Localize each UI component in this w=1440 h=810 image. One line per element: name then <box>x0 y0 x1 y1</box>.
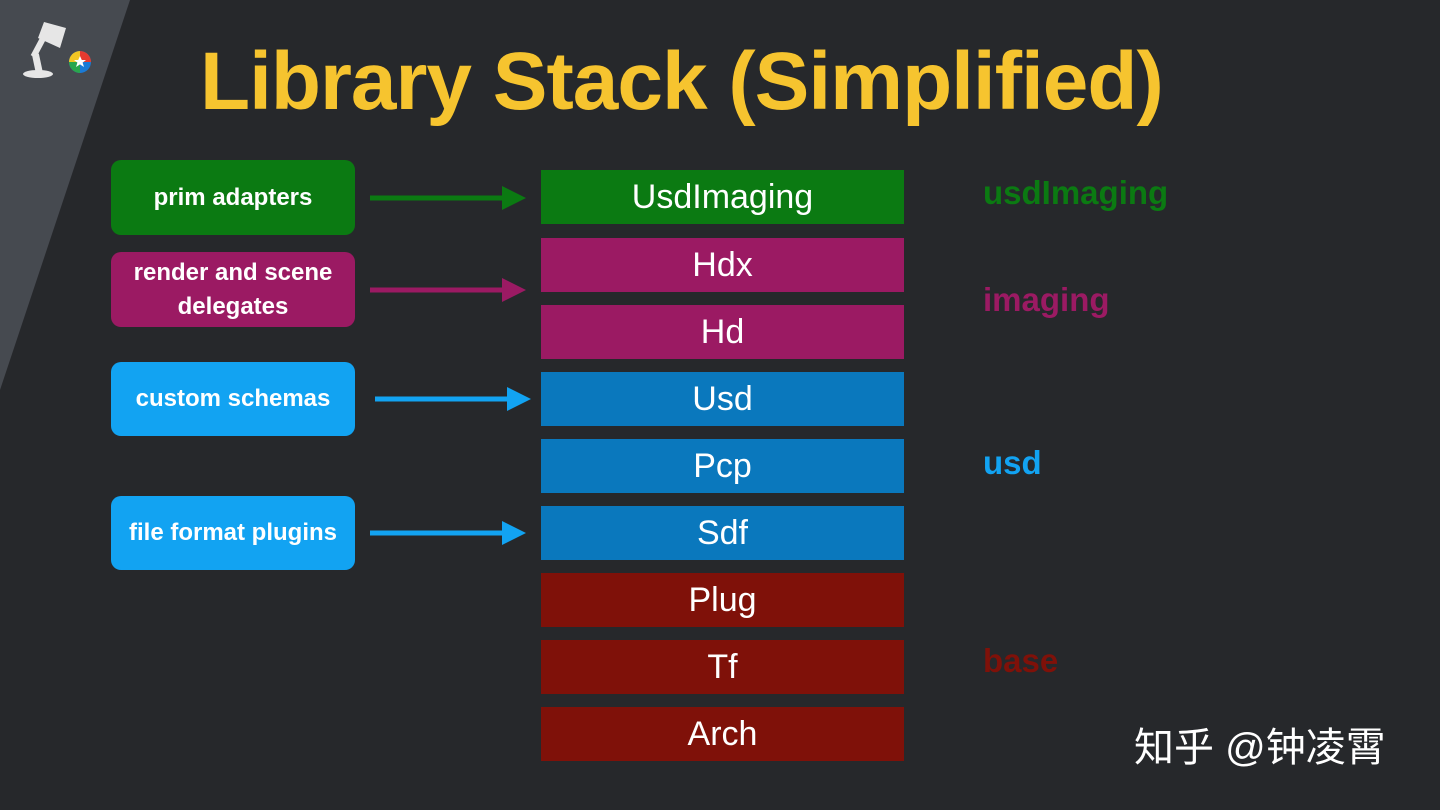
layer-usd: Usd <box>541 372 904 426</box>
plugin-box-prim-adapters: prim adapters <box>111 160 355 235</box>
layer-hdx: Hdx <box>541 238 904 292</box>
layer-arch: Arch <box>541 707 904 761</box>
pixar-lamp-logo-icon <box>23 22 91 78</box>
arrow-prim-adapters-to-usdimaging <box>370 186 526 210</box>
group-label-imaging: imaging <box>983 281 1110 318</box>
plugin-label: render and scene delegates <box>133 258 333 320</box>
plugin-label: file format plugins <box>128 519 337 546</box>
plugin-box-file-format-plugins: file format plugins <box>111 496 355 570</box>
group-label-usd: usd <box>983 444 1042 481</box>
decorative-side-stripe <box>0 0 130 390</box>
plugin-label: custom schemas <box>135 385 331 412</box>
arrow-file-format-plugins-to-sdf <box>370 521 526 545</box>
arrow-delegates-to-hdx <box>370 278 526 302</box>
group-label-base: base <box>983 642 1059 679</box>
slide-title: Library Stack (Simplified) <box>200 36 1164 127</box>
plugin-label: prim adapters <box>153 183 313 211</box>
layer-pcp: Pcp <box>541 439 904 493</box>
layer-sdf: Sdf <box>541 506 904 560</box>
layer-tf: Tf <box>541 640 904 694</box>
layer-hd: Hd <box>541 305 904 359</box>
plugin-box-custom-schemas: custom schemas <box>111 362 355 436</box>
layer-usdimaging: UsdImaging <box>541 170 904 224</box>
arrow-custom-schemas-to-usd <box>375 387 531 411</box>
group-label-usdimaging: usdImaging <box>983 174 1169 211</box>
plugin-box-render-and-scene-delegates: render and scene delegates <box>111 252 355 327</box>
watermark: 知乎 @钟凌霄 <box>1134 726 1386 770</box>
layer-plug: Plug <box>541 573 904 627</box>
